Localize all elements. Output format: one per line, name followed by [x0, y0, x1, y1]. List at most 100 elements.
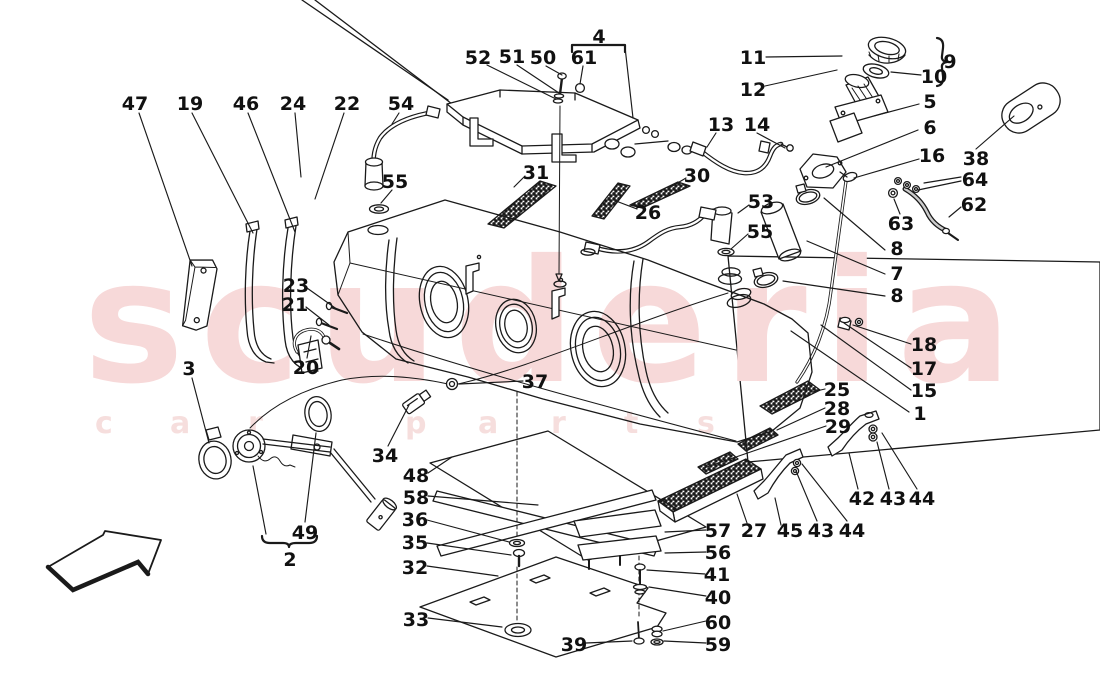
strap-hook	[551, 287, 566, 320]
leader-line	[579, 65, 584, 85]
bolt-21	[319, 321, 339, 331]
part-number: 11	[740, 47, 766, 69]
heat-shields-top	[487, 180, 691, 229]
part-number: 42	[849, 488, 875, 510]
leader-line	[545, 65, 563, 76]
leader-line	[513, 175, 526, 188]
leader-line	[801, 463, 848, 522]
leader-line	[191, 377, 210, 444]
bolt-39	[633, 637, 645, 645]
part-number: 45	[777, 520, 803, 542]
leader-line	[825, 129, 919, 168]
part-callout-39: 39	[561, 634, 633, 656]
part-number: 10	[921, 66, 947, 88]
tank-ring-c	[569, 310, 627, 388]
part-callout-57: 57	[664, 520, 731, 542]
direction-arrow-icon	[45, 530, 162, 593]
part-callout-60: 60	[662, 612, 731, 634]
x-brace-bar	[436, 489, 657, 557]
leader-line	[806, 240, 886, 275]
washer-59	[650, 638, 664, 646]
part-number: 33	[403, 609, 429, 631]
leader-line	[703, 425, 827, 469]
part-callout-35: 35	[402, 532, 512, 556]
part-number: 48	[403, 465, 429, 487]
part-callout-50: 50	[530, 47, 563, 76]
part-number: 26	[635, 202, 661, 224]
part-number: 1	[913, 403, 926, 425]
part-callout-51: 51	[499, 46, 560, 94]
part-callout-17: 17	[843, 322, 937, 380]
part-number: 5	[923, 91, 936, 113]
part-callout-6: 6	[825, 117, 937, 168]
part-callout-9: 9	[943, 51, 956, 73]
shield-26	[591, 182, 631, 220]
leader-line	[756, 132, 786, 149]
leader-line	[646, 569, 706, 575]
bracket-47	[181, 259, 218, 331]
part-number: 44	[909, 488, 935, 510]
hose-13	[689, 140, 794, 176]
part-callout-4: 4	[592, 26, 634, 119]
checkered-flag	[727, 255, 1100, 463]
part-callout-33: 33	[403, 609, 503, 631]
part-number: 24	[280, 93, 306, 115]
leader-line	[923, 176, 962, 184]
part-number: 3	[182, 358, 195, 380]
part-callout-1: 1	[790, 330, 927, 425]
bracket-2-icon	[260, 534, 319, 549]
part-number: 29	[825, 416, 851, 438]
hose-54-fitting	[425, 105, 441, 119]
part-number: 15	[911, 380, 937, 402]
part-number: 12	[740, 79, 766, 101]
part-callout-31: 31	[513, 162, 549, 188]
leader-line	[380, 189, 393, 204]
leader-line	[893, 198, 901, 215]
part-callout-58: 58	[403, 487, 539, 509]
part-callout-8: 8	[823, 197, 904, 260]
tank-strap-left	[384, 239, 409, 364]
part-callout-13: 13	[706, 114, 734, 148]
leader-line	[737, 204, 750, 214]
bottom-plate-32	[419, 556, 667, 658]
part-callout-43: 43	[876, 441, 906, 510]
part-number: 49	[292, 522, 318, 544]
part-callout-14: 14	[744, 114, 786, 149]
part-number: 30	[684, 165, 710, 187]
watermark-letter: a	[170, 406, 190, 441]
leader-line	[427, 617, 503, 628]
leader-line	[516, 64, 560, 94]
part-callout-38: 38	[963, 115, 1015, 170]
part-callout-27: 27	[736, 493, 767, 542]
part-callout-29: 29	[703, 416, 851, 469]
part-callout-62: 62	[948, 194, 987, 218]
leader-line	[852, 324, 912, 345]
leader-line	[890, 71, 922, 76]
part-callout-8: 8	[782, 280, 904, 307]
leader-line	[305, 306, 330, 326]
leader-line	[948, 206, 962, 218]
pump-plate-assembly	[446, 89, 693, 163]
fuel-lines-offpage	[301, 0, 457, 108]
part-number: 14	[744, 114, 770, 136]
leader-line	[426, 542, 512, 556]
part-number: 63	[888, 213, 914, 235]
part-number: 39	[561, 634, 587, 656]
part-number: 28	[824, 398, 850, 420]
leader-line	[624, 46, 634, 119]
part-number: 54	[388, 93, 414, 115]
support-brackets	[753, 410, 880, 500]
filler-cap-assembly	[726, 36, 907, 384]
leader-line	[730, 233, 749, 250]
leader-line	[664, 551, 707, 554]
part-callout-53: 53	[737, 191, 774, 214]
leader-line	[615, 200, 638, 210]
hose-53	[580, 206, 743, 285]
part-number: 9	[943, 51, 956, 73]
part-number: 56	[705, 542, 731, 564]
washer-64	[893, 176, 903, 186]
leader-line	[764, 69, 838, 87]
part-number: 46	[233, 93, 259, 115]
part-callout-20: 20	[293, 335, 319, 379]
washer-36	[508, 538, 526, 548]
